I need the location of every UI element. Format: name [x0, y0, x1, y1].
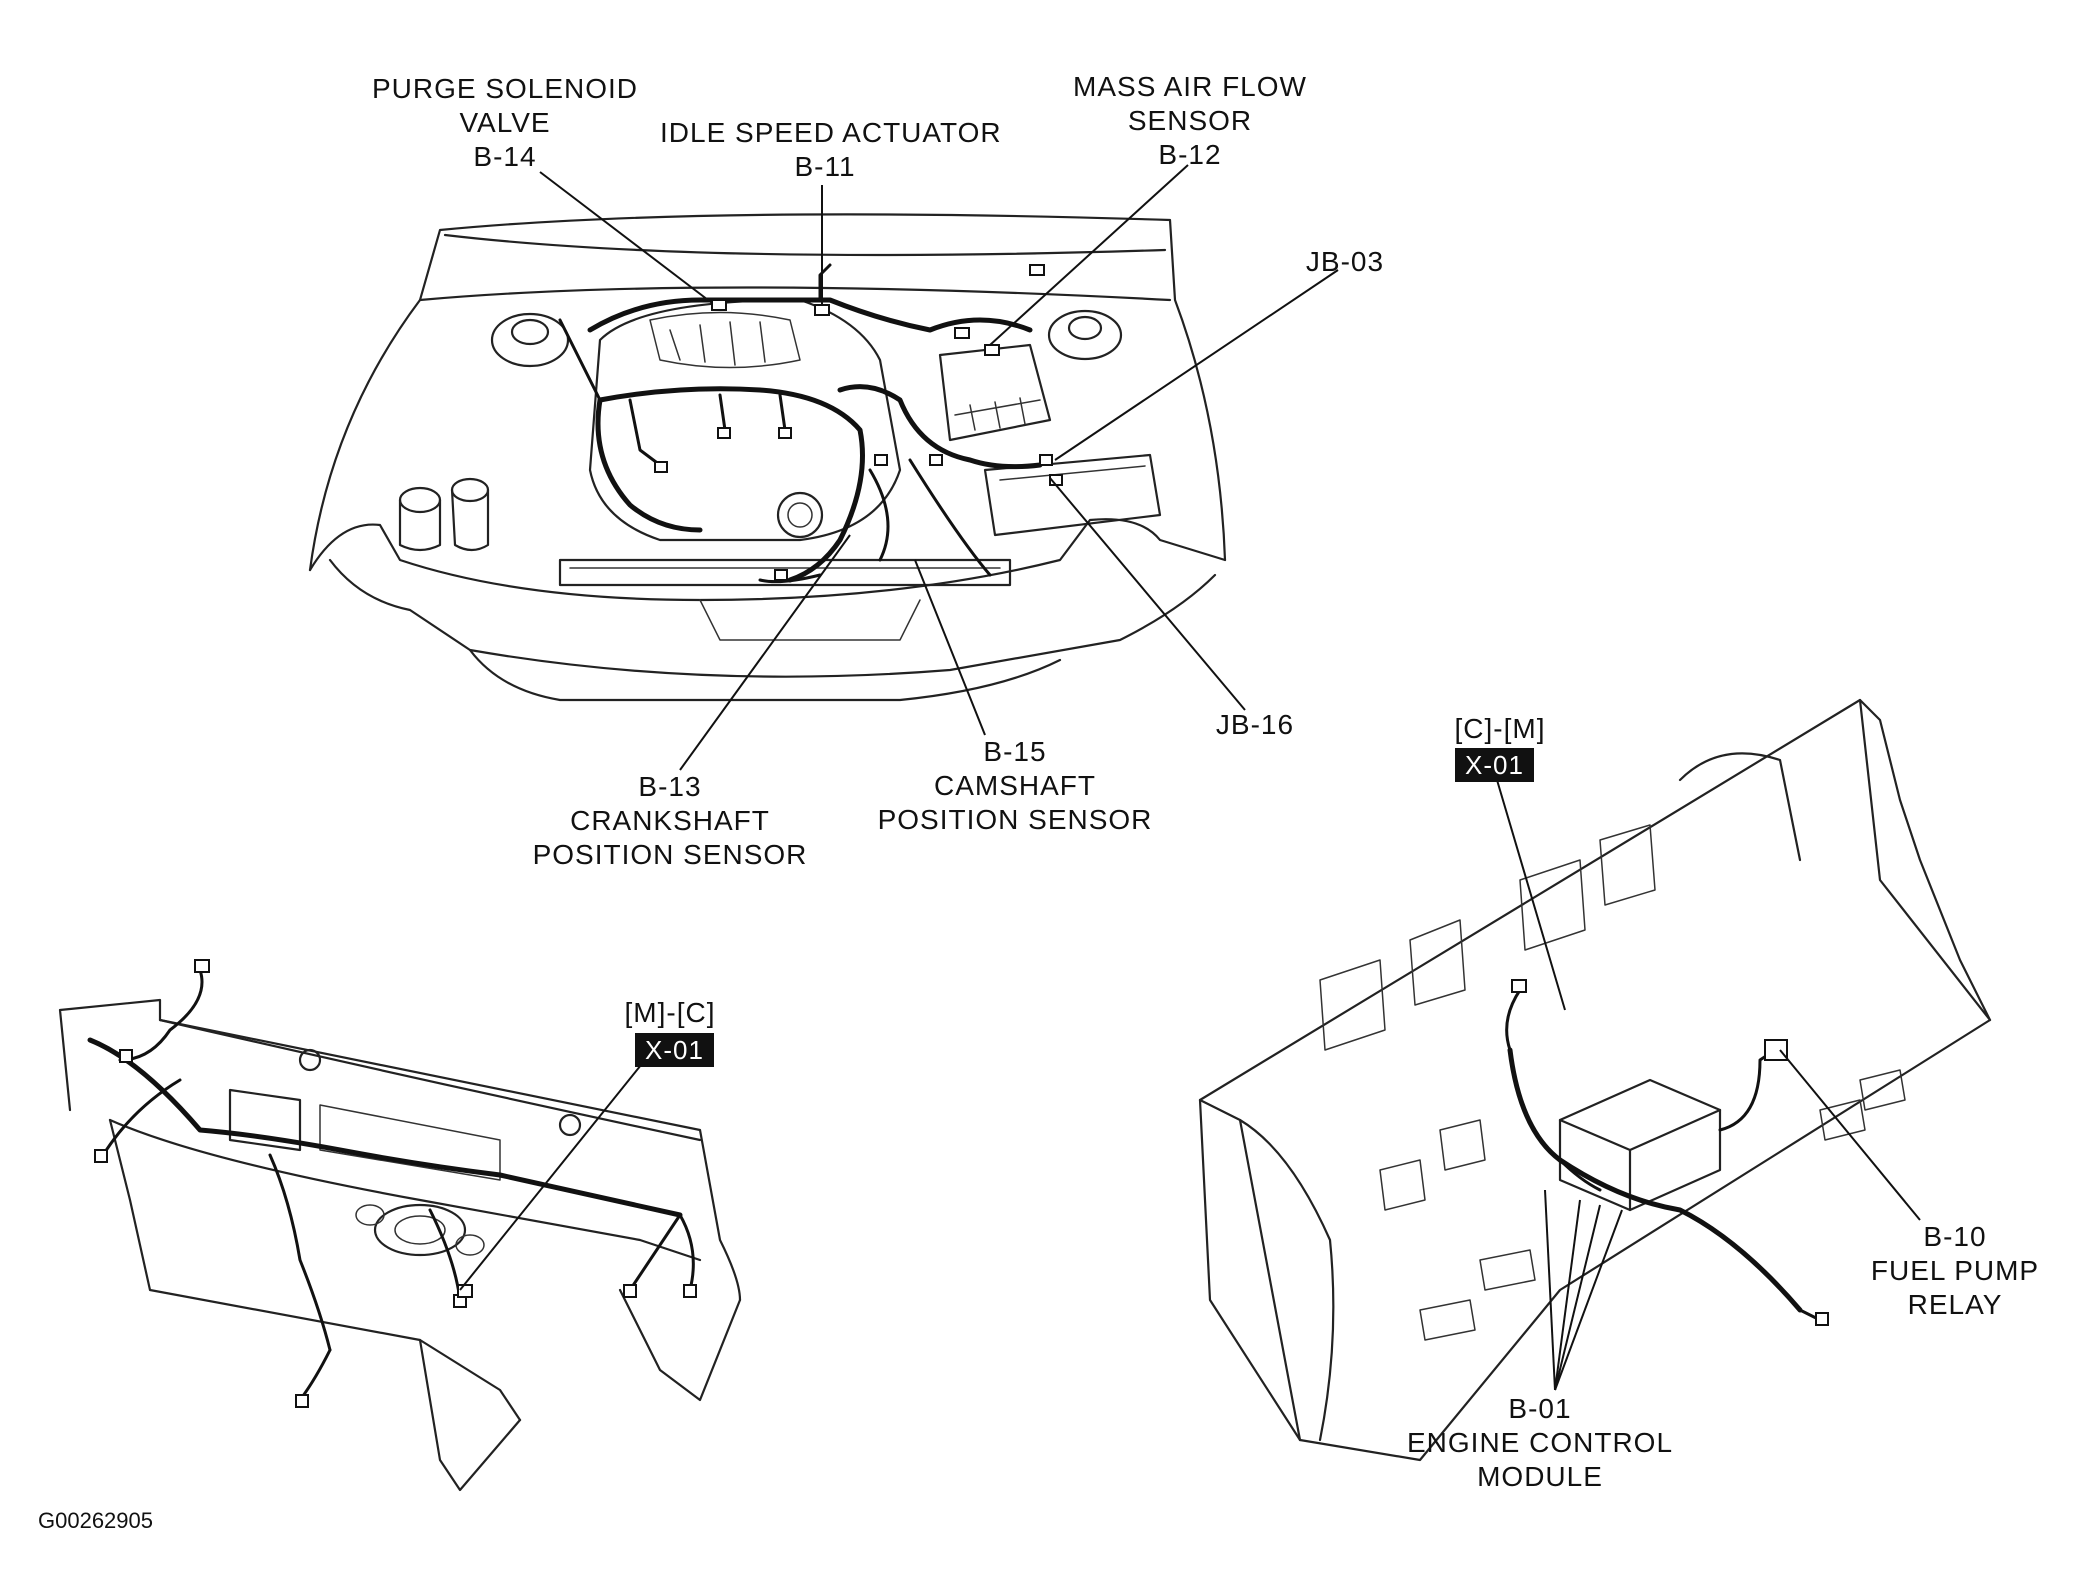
label-jb-03: JB-03: [1290, 245, 1400, 279]
label-text: MODULE: [1477, 1461, 1603, 1492]
engine-bay-illustration: [308, 213, 1227, 702]
label-code: B-10: [1923, 1221, 1987, 1252]
label-code: B-14: [473, 141, 537, 172]
label-text: PURGE SOLENOID: [371, 73, 639, 104]
connector-tag-x-01-dash: X-01: [635, 1033, 714, 1067]
label-text: [C]-[M]: [1454, 713, 1546, 744]
label-code: B-11: [794, 151, 856, 182]
label-route-c-m: [C]-[M]: [1440, 712, 1560, 746]
label-text: ENGINE CONTROL: [1406, 1427, 1674, 1458]
floor-pan-illustration: [1198, 698, 1992, 1462]
figure-id: G00262905: [38, 1508, 153, 1533]
label-purge-solenoid-valve: PURGE SOLENOID VALVE B-14: [355, 72, 655, 174]
label-text: SENSOR: [1127, 105, 1253, 136]
label-code: B-01: [1508, 1393, 1572, 1424]
leader-lines: [459, 164, 1921, 1391]
label-text: FUEL PUMP: [1870, 1255, 2040, 1286]
label-text: POSITION SENSOR: [532, 839, 808, 870]
label-text: [M]-[C]: [624, 997, 716, 1028]
label-crankshaft-position-sensor: B-13 CRANKSHAFT POSITION SENSOR: [510, 770, 830, 872]
label-code: B-15: [983, 736, 1047, 767]
dashboard-illustration: [58, 959, 742, 1492]
label-code: JB-03: [1305, 246, 1385, 277]
label-text: RELAY: [1907, 1289, 2003, 1320]
label-mass-air-flow-sensor: MASS AIR FLOW SENSOR B-12: [1055, 70, 1325, 172]
label-code: B-13: [638, 771, 702, 802]
label-route-m-c: [M]-[C]: [610, 996, 730, 1030]
label-text: CAMSHAFT: [934, 770, 1096, 801]
label-text: IDLE SPEED ACTUATOR: [660, 117, 1002, 148]
label-code: B-12: [1158, 139, 1222, 170]
label-idle-speed-actuator: IDLE SPEED ACTUATOR B-11: [660, 116, 1002, 184]
label-code: JB-16: [1215, 709, 1295, 740]
label-camshaft-position-sensor: B-15 CAMSHAFT POSITION SENSOR: [860, 735, 1170, 837]
label-text: MASS AIR FLOW: [1073, 71, 1307, 102]
label-fuel-pump-relay: B-10 FUEL PUMP RELAY: [1860, 1220, 2050, 1322]
label-text: CRANKSHAFT: [570, 805, 770, 836]
connector-tag-x-01-floor: X-01: [1455, 748, 1534, 782]
label-engine-control-module: B-01 ENGINE CONTROL MODULE: [1390, 1392, 1690, 1494]
label-text: VALVE: [459, 107, 551, 138]
label-text: POSITION SENSOR: [877, 804, 1153, 835]
label-jb-16: JB-16: [1200, 708, 1310, 742]
